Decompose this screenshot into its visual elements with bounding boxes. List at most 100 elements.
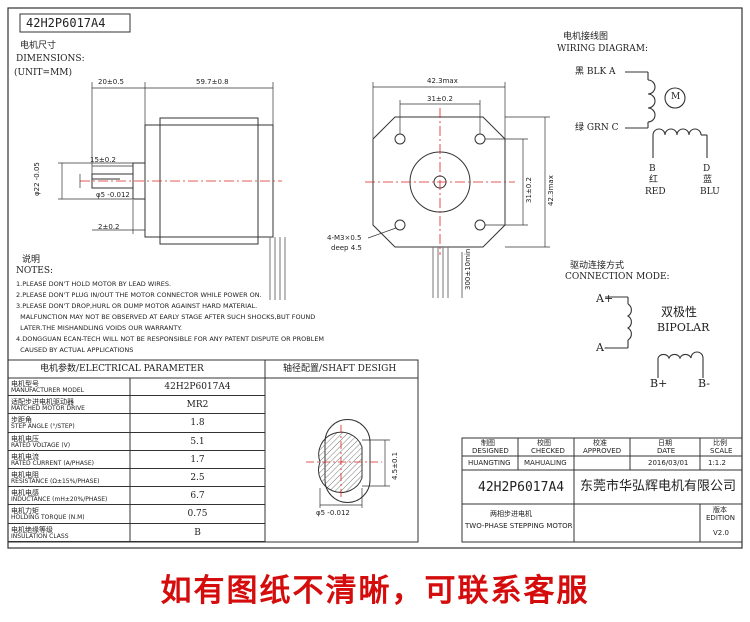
param-label-en: RATED VOLTAGE (V) [11, 441, 71, 449]
note-line: 2.PLEASE DON'T PLUG IN/OUT THE MOTOR CON… [16, 291, 262, 299]
shaft-dim-phi5: φ5 -0.012 [316, 509, 350, 517]
shaft-table [264, 359, 419, 543]
wire-b-cn: 红 [649, 175, 659, 185]
note-line: 4.DONGGUAN ECAN-TECH WILL NOT BE RESPONS… [16, 335, 325, 343]
bipolar-cn: 双极性 [661, 305, 698, 319]
tb-date-cn: 日期 [658, 439, 672, 447]
param-label-cn: 电机电流 [11, 452, 39, 461]
note-line: 1.PLEASE DON'T HOLD MOTOR BY LEAD WIRES. [16, 280, 172, 288]
note-line: CAUSED BY ACTUAL APPLICATIONS [16, 346, 134, 354]
tb-designed-en: DESIGNED [472, 447, 509, 455]
holes-label: 4-M3×0.5 [327, 234, 362, 242]
holes-depth-label: deep 4.5 [331, 244, 362, 252]
dim-20: 20±0.5 [98, 78, 124, 86]
wiring-diagram [625, 71, 708, 158]
motor-side-view [91, 117, 286, 300]
tb-edition: V2.0 [713, 529, 729, 537]
param-label-en: MANUFACTURER MODEL [11, 387, 84, 394]
param-label-en: INDUCTANCE (mH±20%/PHASE) [11, 496, 108, 504]
param-value: 2.5 [190, 472, 205, 483]
dim-phi5: φ5 -0.012 [96, 191, 130, 199]
dim-31-side: 31±0.2 [525, 177, 533, 203]
lead-length: 300±10min [464, 248, 472, 290]
param-label-en: INSULATION CLASS [11, 532, 69, 540]
motor-front-view [372, 116, 506, 298]
tb-checker: MAHUALING [524, 459, 567, 467]
dim-phi22: φ22 -0.05 [33, 162, 41, 196]
title-block [461, 437, 743, 543]
bipolar-en: BIPOLAR [657, 321, 710, 334]
param-value: 42H2P6017A4 [164, 382, 231, 392]
conn-b-minus: B- [698, 377, 711, 390]
param-label-en: STEP ANGLE (°/STEP) [11, 423, 75, 431]
tb-product-en: TWO-PHASE STEPPING MOTOR [465, 522, 573, 530]
tb-company: 东莞市华弘辉电机有限公司 [580, 479, 737, 494]
notes-title-cn: 说明 [22, 255, 41, 265]
connection-title-cn: 驱动连接方式 [570, 261, 625, 271]
param-value: 0.75 [187, 509, 208, 520]
wire-b-en: RED [645, 187, 666, 197]
param-value: 6.7 [190, 491, 205, 502]
technical-drawing [7, 7, 743, 549]
conn-a-plus: A+ [596, 292, 614, 305]
conn-a-minus: A- [596, 341, 608, 354]
param-label-cn: 电机绝缘等级 [11, 525, 53, 534]
tb-designer: HUANGTING [468, 459, 511, 467]
dim-2: 2±0.2 [98, 223, 120, 231]
connection-diagram [605, 296, 704, 378]
tb-approved-cn: 校准 [593, 439, 607, 447]
note-line: 3.PLEASE DON'T DROP,HURL OR DUMP MOTOR A… [16, 302, 258, 310]
wire-d-letter: D [703, 164, 711, 174]
dim-59-7: 59.7±0.8 [196, 78, 229, 86]
param-label-cn: 电机力矩 [11, 507, 39, 516]
param-label-en: RESISTANCE (Ω±15%/PHASE) [11, 477, 100, 485]
notes-list: 1.PLEASE DON'T HOLD MOTOR BY LEAD WIRES.… [16, 279, 324, 356]
tb-date-en: DATE [657, 447, 676, 455]
tb-checked-cn: 校图 [537, 439, 551, 447]
param-label-en: MATCHED MOTOR DRIVE [11, 405, 85, 413]
tb-scale-en: SCALE [710, 447, 733, 455]
note-line: MALFUNCTION MAY NOT BE OBSERVED AT EARLY… [16, 313, 316, 321]
param-label-cn: 电机电阻 [11, 470, 39, 479]
dim-15: 15±0.2 [90, 156, 116, 164]
dimensions-label-cn: 电机尺寸 [20, 41, 57, 51]
param-label-en: HOLDING TORQUE (N.M) [11, 514, 85, 522]
tb-approved-en: APPROVED [583, 447, 622, 455]
tb-scale: 1:1.2 [708, 459, 726, 467]
wiring-title-en: WIRING DIAGRAM: [557, 44, 649, 54]
param-value: 1.7 [190, 454, 205, 465]
notes-title-en: NOTES: [16, 266, 54, 276]
param-label-cn: 电机电感 [11, 489, 39, 498]
param-value: B [194, 527, 201, 538]
dim-31-top: 31±0.2 [427, 95, 453, 103]
param-label-en: RATED CURRENT (A/PHASE) [11, 459, 94, 467]
connection-title-en: CONNECTION MODE: [565, 272, 670, 282]
tb-date: 2016/03/01 [648, 459, 689, 467]
param-header: 电机参数/ELECTRICAL PARAMETER [40, 364, 204, 374]
param-label-cn: 电机型号 [11, 380, 39, 388]
note-line: LATER.THE MISHANDLING VOIDS OUR WARRANTY… [16, 324, 182, 332]
tb-designed-cn: 制图 [481, 439, 495, 447]
dimensions-label-en: DIMENSIONS: [16, 54, 85, 64]
tb-model: 42H2P6017A4 [478, 480, 565, 495]
tb-checked-en: CHECKED [531, 447, 565, 455]
wire-d-cn: 蓝 [703, 175, 713, 185]
tb-edition-cn: 版本 [713, 506, 727, 514]
dim-42-3-side: 42.3max [547, 175, 555, 206]
param-label-cn: 适配步进电机驱动器 [11, 398, 74, 407]
wiring-title-cn: 电机接线图 [563, 32, 609, 42]
conn-b-plus: B+ [650, 377, 668, 390]
motor-symbol: M [671, 92, 681, 102]
tb-edition-en: EDITION [706, 514, 735, 522]
footer-note: 如有图纸不清晰，可联系客服 [160, 573, 590, 609]
wire-grn: 绿 GRN C [575, 123, 619, 133]
dim-42-3-top: 42.3max [427, 77, 458, 85]
tb-product-cn: 两相步进电机 [490, 510, 532, 518]
wire-blk: 黑 BLK A [575, 67, 616, 77]
